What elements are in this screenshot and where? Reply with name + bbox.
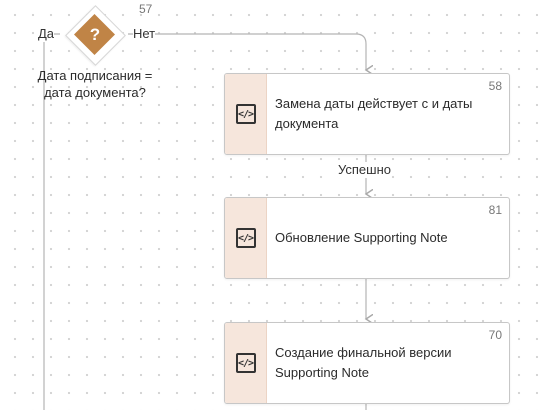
node-id: 58: [488, 79, 502, 93]
action-node-70[interactable]: </> 70 Создание финальной версии Support…: [224, 322, 510, 404]
node-title: Обновление Supporting Note: [275, 230, 448, 245]
action-node-strip: </>: [225, 323, 267, 403]
node-id: 81: [488, 203, 502, 217]
no-branch-line: [128, 33, 366, 70]
node-title: Замена даты действует с и даты документа: [275, 96, 473, 131]
no-branch-label[interactable]: Нет: [133, 26, 156, 42]
decision-node[interactable]: ?: [65, 5, 126, 66]
yes-branch-label[interactable]: Да: [38, 26, 55, 42]
question-icon: ?: [89, 25, 101, 44]
success-label: Успешно: [338, 162, 391, 178]
decision-id: 57: [139, 2, 153, 16]
code-icon: </>: [235, 353, 256, 373]
node-title: Создание финальной версии Supporting Not…: [275, 345, 452, 380]
action-node-strip: </>: [225, 74, 267, 154]
action-node-58[interactable]: </> 58 Замена даты действует с и даты до…: [224, 73, 510, 155]
code-icon: </>: [235, 228, 256, 248]
code-icon: </>: [235, 104, 256, 124]
action-node-81[interactable]: </> 81 Обновление Supporting Note: [224, 197, 510, 279]
decision-condition-text: Дата подписания = дата документа?: [37, 68, 153, 100]
node-id: 70: [488, 328, 502, 342]
action-node-strip: </>: [225, 198, 267, 278]
